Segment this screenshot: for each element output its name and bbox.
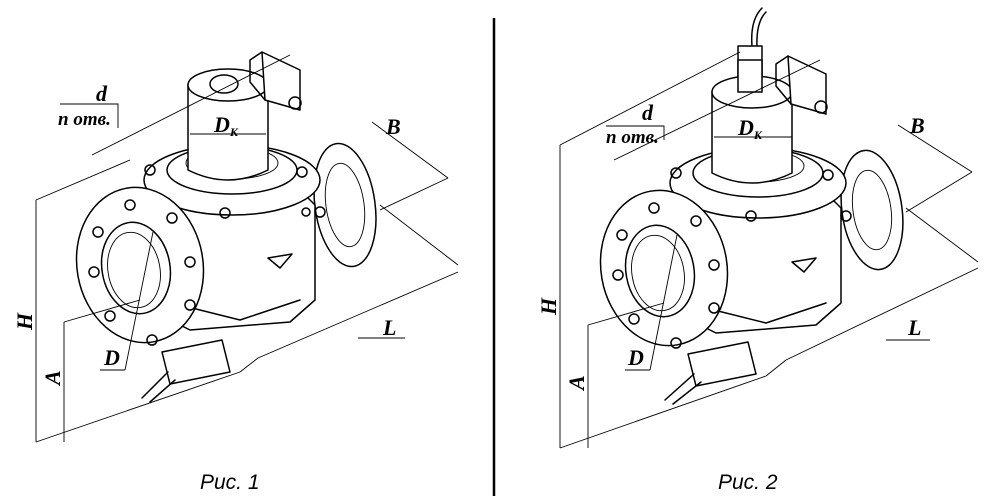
figure-caption-1: Рис. 1: [200, 471, 260, 494]
valve-drawing-2: [599, 7, 904, 405]
label-n-holes: n отв.: [606, 127, 659, 148]
label-b: B: [385, 114, 401, 139]
label-d: d: [96, 81, 108, 106]
dimension-lines-2: [559, 51, 979, 449]
label-a: A: [564, 375, 589, 392]
label-h: H: [536, 297, 561, 316]
label-d: d: [642, 100, 654, 125]
dimension-labels-1: d n отв. DК B H A D L: [12, 81, 401, 387]
figure-2: d n отв. DК B H A D L Рис. 2: [536, 7, 979, 494]
label-D: D: [627, 345, 644, 370]
label-h: H: [12, 312, 37, 331]
label-a: A: [40, 370, 65, 387]
label-l: L: [907, 315, 921, 340]
label-b: B: [909, 113, 925, 138]
label-l: L: [382, 315, 396, 340]
label-D: D: [103, 345, 120, 370]
dimension-lines-1: [35, 54, 459, 443]
figure-1: d n отв. DК B H A D L Рис. 1: [12, 51, 459, 494]
valve-drawing-1: [75, 51, 377, 403]
figure-caption-2: Рис. 2: [718, 471, 778, 494]
label-n-holes: n отв.: [58, 109, 111, 130]
dimension-labels-2: d n отв. DК B H A D L: [536, 100, 925, 392]
label-dk: DК: [213, 112, 239, 139]
label-dk: DК: [737, 115, 763, 142]
